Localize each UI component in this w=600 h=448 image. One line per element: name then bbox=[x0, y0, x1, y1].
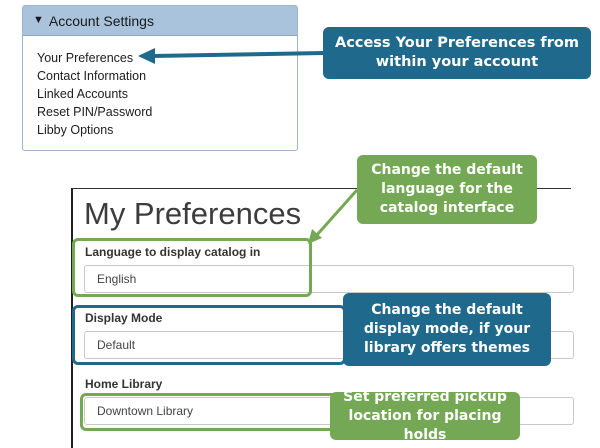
callout-pickup-line2: location for placing holds bbox=[348, 407, 502, 443]
callout-display-line1: Change the default bbox=[371, 302, 523, 318]
callout-access-line1: Access Your Preferences from bbox=[335, 35, 579, 51]
language-highlight bbox=[72, 238, 312, 297]
callout-pickup-location: Set preferred pickup location for placin… bbox=[330, 389, 520, 443]
account-settings-menu: Your Preferences Contact Information Lin… bbox=[23, 36, 297, 139]
page-title: My Preferences bbox=[84, 196, 302, 231]
callout-pickup-line1: Set preferred pickup bbox=[343, 388, 507, 405]
callout-access-preferences: Access Your Preferences from within your… bbox=[323, 27, 591, 79]
callout-display-mode: Change the default display mode, if your… bbox=[343, 293, 551, 366]
chevron-down-icon: ▼ bbox=[33, 13, 44, 26]
callout-display-line3: library offers themes bbox=[363, 340, 530, 356]
callout-display-line2: display mode, if your bbox=[363, 321, 531, 337]
callout-language-line2: language for the bbox=[381, 181, 513, 197]
menu-item-your-preferences[interactable]: Your Preferences bbox=[37, 51, 134, 65]
account-settings-panel: ▼ Account Settings Your Preferences Cont… bbox=[22, 5, 298, 151]
home-library-highlight bbox=[80, 393, 338, 431]
account-settings-header[interactable]: ▼ Account Settings bbox=[23, 6, 297, 36]
menu-item-reset-pin[interactable]: Reset PIN/Password bbox=[37, 105, 153, 119]
language-select[interactable]: English bbox=[84, 265, 574, 293]
callout-access-line2: within your account bbox=[375, 54, 539, 70]
language-label: Language to display catalog in bbox=[85, 245, 261, 259]
display-mode-highlight bbox=[72, 305, 346, 365]
callout-language: Change the default language for the cata… bbox=[357, 155, 537, 224]
display-mode-label: Display Mode bbox=[85, 311, 163, 325]
callout-language-line3: catalog interface bbox=[379, 200, 515, 216]
callout-language-line1: Change the default bbox=[371, 162, 523, 178]
menu-item-libby-options[interactable]: Libby Options bbox=[37, 123, 114, 137]
home-library-label: Home Library bbox=[85, 377, 163, 391]
account-settings-title: Account Settings bbox=[48, 12, 154, 29]
menu-item-linked-accounts[interactable]: Linked Accounts bbox=[37, 87, 129, 101]
menu-item-contact-information[interactable]: Contact Information bbox=[37, 69, 147, 83]
